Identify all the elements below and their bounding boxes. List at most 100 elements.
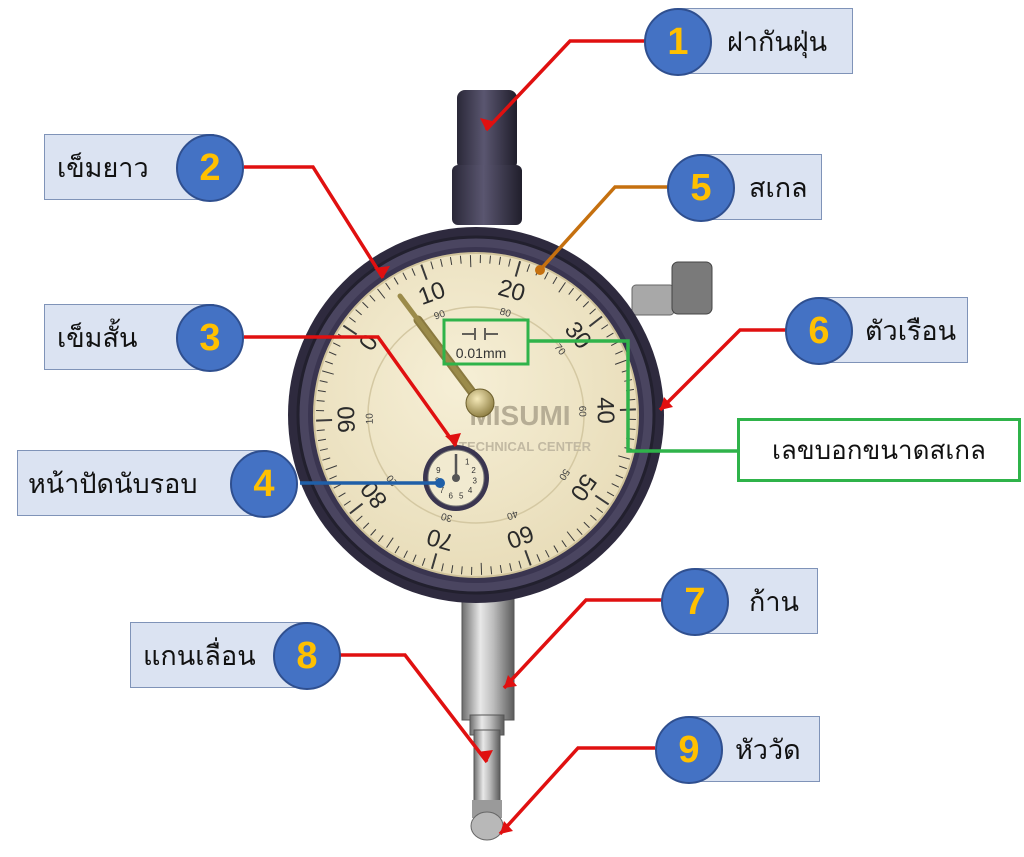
dial-tick [449, 256, 453, 266]
dial-tick [509, 563, 512, 572]
main-scale-label: 90 [333, 406, 361, 434]
dial-tick [594, 494, 610, 506]
label-contact-point: หัววัด [735, 734, 801, 766]
leader-5 [538, 185, 668, 272]
dial-tick [568, 287, 575, 295]
dial-tick [582, 301, 590, 308]
dial-tick [420, 264, 428, 281]
dial-tick [601, 324, 609, 330]
dial-tick [338, 492, 346, 498]
dial-tick [619, 465, 627, 470]
dial-tick [355, 309, 362, 316]
dial-tick [441, 563, 444, 572]
dial-tick [575, 294, 582, 301]
label-stem: ก้าน [749, 586, 799, 618]
stem [461, 589, 515, 736]
dial-tick [421, 558, 426, 566]
dial-tick [332, 342, 341, 347]
dial-tick [526, 264, 531, 272]
dial-tick [590, 514, 597, 521]
dial-tick [369, 295, 376, 302]
resolution-mark: 0.01mm [456, 328, 507, 361]
main-scale-label: 40 [591, 397, 619, 425]
dial-tick [402, 272, 407, 281]
dial-tick [606, 332, 614, 338]
dial-tick [561, 540, 567, 548]
badge-5: 5 [667, 154, 735, 222]
dial-tick [499, 564, 503, 574]
dial-tick [319, 380, 328, 383]
dial-tick [322, 370, 334, 375]
badge-9: 9 [655, 716, 723, 784]
revolution-scale-label: 6 [449, 491, 454, 500]
dial-tick [349, 502, 364, 515]
dial-tick [333, 484, 342, 489]
revolution-scale-label: 2 [471, 466, 476, 475]
inner-scale-label: 30 [440, 510, 454, 524]
revolution-scale-label: 9 [436, 466, 441, 475]
clamp-screw [631, 261, 713, 316]
leader-7 [502, 598, 662, 690]
leader-lines [244, 39, 786, 836]
dial-tick [615, 350, 623, 355]
dial-tick [325, 360, 333, 365]
revolution-scale-label: 3 [472, 476, 477, 485]
label-dust-cap: ฝากันฝุ่น [727, 26, 828, 58]
dial-tick [615, 474, 624, 479]
dial-tick [394, 545, 400, 554]
dial-tick [611, 483, 620, 488]
dial-tick [370, 529, 377, 536]
revolution-scale-label: 5 [459, 491, 464, 500]
dial-tick [403, 550, 408, 559]
leader-8 [340, 653, 489, 764]
label-spindle: แกนเลื่อน [143, 640, 256, 672]
label-scale: สเกล [749, 172, 808, 204]
dial-tick [490, 566, 493, 575]
contact-point [470, 800, 504, 841]
dial-tick [377, 288, 386, 299]
dial-tick [588, 315, 603, 328]
badge-4: 4 [230, 450, 298, 518]
dial-tick [319, 448, 328, 451]
label-short-pointer: เข็มสั้น [57, 322, 138, 354]
inner-scale-label: 40 [505, 507, 520, 521]
dial-tick [489, 255, 491, 264]
callout-4-revolution-counter: หน้าปัดนับรอบ [17, 450, 267, 516]
dial-tick [459, 255, 462, 264]
dial-tick [552, 276, 558, 285]
dial-tick [498, 256, 501, 265]
callout-scale-resolution: เลขบอกขนาดสเกล [737, 418, 1021, 482]
label-revolution-counter: หน้าปัดนับรอบ [28, 468, 198, 500]
resolution-text: 0.01mm [456, 345, 507, 361]
resolution-highlight-box [442, 318, 530, 366]
dial-tick [544, 271, 549, 280]
dial-tick [316, 419, 333, 422]
dial-tick [385, 282, 391, 290]
inner-scale-label: 10 [364, 413, 375, 425]
dial-tick [386, 537, 394, 548]
leader-2 [244, 165, 385, 279]
dial-tick [596, 507, 604, 514]
callout-8-spindle: แกนเลื่อน [130, 622, 308, 688]
dial-tick [325, 465, 338, 471]
leader-scale [528, 339, 737, 453]
leader-1 [484, 39, 645, 132]
brand-subtitle: TECHNICAL CENTER [459, 439, 592, 454]
dial-tick [322, 457, 331, 461]
dial-tick [356, 515, 363, 522]
leader-9 [498, 746, 655, 836]
dial-tick [618, 455, 630, 460]
dial-tick [583, 521, 590, 529]
inner-scale-label: 60 [576, 406, 587, 418]
dial-tick [393, 277, 399, 285]
dial-tick [514, 260, 522, 277]
dial-tick [362, 522, 370, 529]
dial-tick [545, 549, 550, 558]
dial-tick [558, 282, 566, 293]
dial-tick [614, 359, 627, 365]
badge-6: 6 [785, 297, 853, 365]
badge-1: 1 [644, 8, 712, 76]
badge-8: 8 [273, 622, 341, 690]
dial-tick [589, 308, 596, 315]
leader-3 [244, 335, 458, 448]
